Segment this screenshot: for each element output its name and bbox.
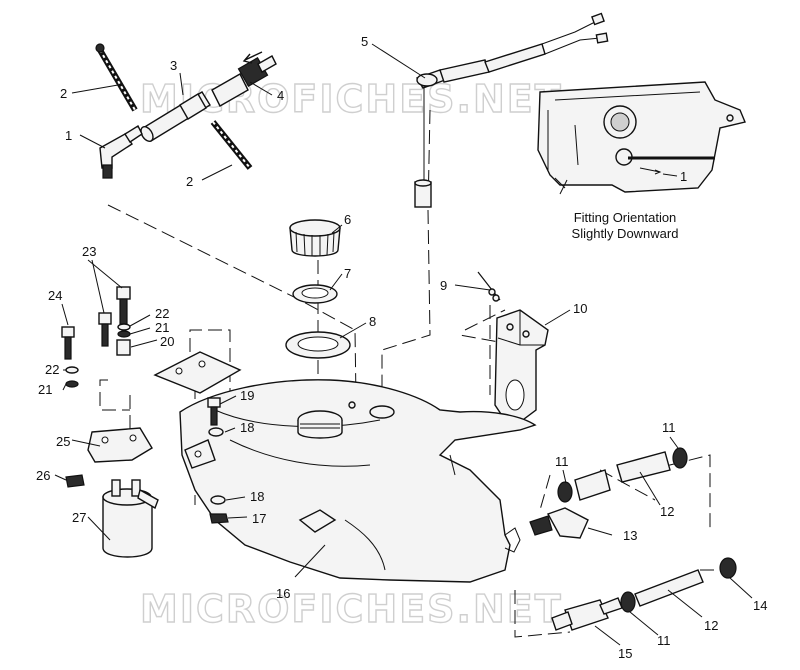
part-10-mounting-bracket — [494, 309, 549, 423]
callout-26: 26 — [36, 468, 50, 483]
callout-1: 1 — [65, 128, 72, 143]
part-11-clamp-b — [672, 447, 688, 469]
part-2-upper-spring-clamp — [95, 43, 138, 112]
part-26-nut — [65, 474, 85, 488]
part-1-elbow-fitting — [99, 125, 143, 179]
callout-2-upper: 2 — [60, 86, 67, 101]
part-7-gasket — [292, 284, 338, 304]
part-25-filter-plate — [87, 427, 153, 463]
watermark-bottom: MICROFICHES.NET — [140, 587, 563, 631]
callout-16: 16 — [276, 586, 290, 601]
part-9-vent-line — [477, 271, 501, 302]
part-12-hose-lower — [634, 569, 704, 607]
part-11-clamp-c — [620, 591, 636, 613]
callout-13: 13 — [623, 528, 637, 543]
part-16-fuel-tank — [179, 379, 537, 583]
callout-27: 27 — [72, 510, 86, 525]
callout-25: 25 — [56, 434, 70, 449]
part-11-clamp-a — [557, 481, 573, 503]
callout-8: 8 — [369, 314, 376, 329]
callout-23: 23 — [82, 244, 96, 259]
part-20-spacer — [116, 339, 131, 356]
part-17-nut — [209, 513, 229, 524]
callout-6: 6 — [344, 212, 351, 227]
callout-11-c: 11 — [657, 633, 671, 648]
watermark-top: MICROFICHES.NET — [140, 77, 563, 121]
callout-7: 7 — [344, 266, 351, 281]
part-19-bolt — [207, 397, 221, 426]
part-18-lower-washer — [210, 495, 226, 505]
callout-5: 5 — [361, 34, 368, 49]
part-24-bolt — [61, 326, 75, 360]
callout-22-lower: 22 — [45, 362, 59, 377]
callout-11-a: 11 — [555, 454, 569, 469]
callout-18-upper: 18 — [240, 420, 254, 435]
callout-21-lower: 21 — [38, 382, 52, 397]
callout-15: 15 — [618, 646, 632, 661]
callout-22-upper: 22 — [155, 306, 169, 321]
part-8-filler-ring — [285, 331, 351, 359]
callout-20: 20 — [160, 334, 174, 349]
callout-14: 14 — [753, 598, 767, 613]
part-18-upper-washer — [208, 427, 224, 437]
callout-12-lower: 12 — [704, 618, 718, 633]
callout-9: 9 — [440, 278, 447, 293]
part-12-hose-upper — [574, 451, 671, 501]
callout-19: 19 — [240, 388, 254, 403]
callout-17: 17 — [252, 511, 266, 526]
inset-note-line1: Fitting Orientation — [574, 210, 677, 225]
part-3-fuel-hose — [140, 91, 211, 142]
part-14-clamp — [719, 557, 737, 579]
callout-24: 24 — [48, 288, 62, 303]
part-4-check-valve — [211, 51, 277, 107]
leader-lines — [54, 43, 753, 646]
callout-10: 10 — [573, 301, 587, 316]
part-5-fuel-sender — [414, 12, 609, 208]
filter-mounting-bracket — [153, 351, 242, 394]
inset-callout-1: 1 — [680, 169, 687, 184]
part-15-inline-filter — [551, 597, 623, 631]
callout-21-upper: 21 — [155, 320, 169, 335]
inset-note-line2: Slightly Downward — [572, 226, 679, 241]
callout-4: 4 — [277, 88, 284, 103]
callout-3: 3 — [170, 58, 177, 73]
callout-2-lower: 2 — [186, 174, 193, 189]
inset-fitting-orientation: 1 Fitting Orientation Slightly Downward — [537, 81, 746, 241]
callout-labels: 1 2 2 3 4 5 6 7 8 9 10 11 11 11 12 12 13… — [36, 34, 767, 661]
part-22-washers — [65, 323, 131, 374]
callout-18-lower: 18 — [250, 489, 264, 504]
part-2-lower-spring-clamp — [210, 120, 253, 170]
part-6-fuel-cap — [289, 219, 341, 257]
callout-12-upper: 12 — [660, 504, 674, 519]
part-13-elbow-fitting — [529, 507, 589, 539]
part-27-fuel-filter — [102, 479, 159, 558]
callout-11-b: 11 — [662, 420, 676, 435]
